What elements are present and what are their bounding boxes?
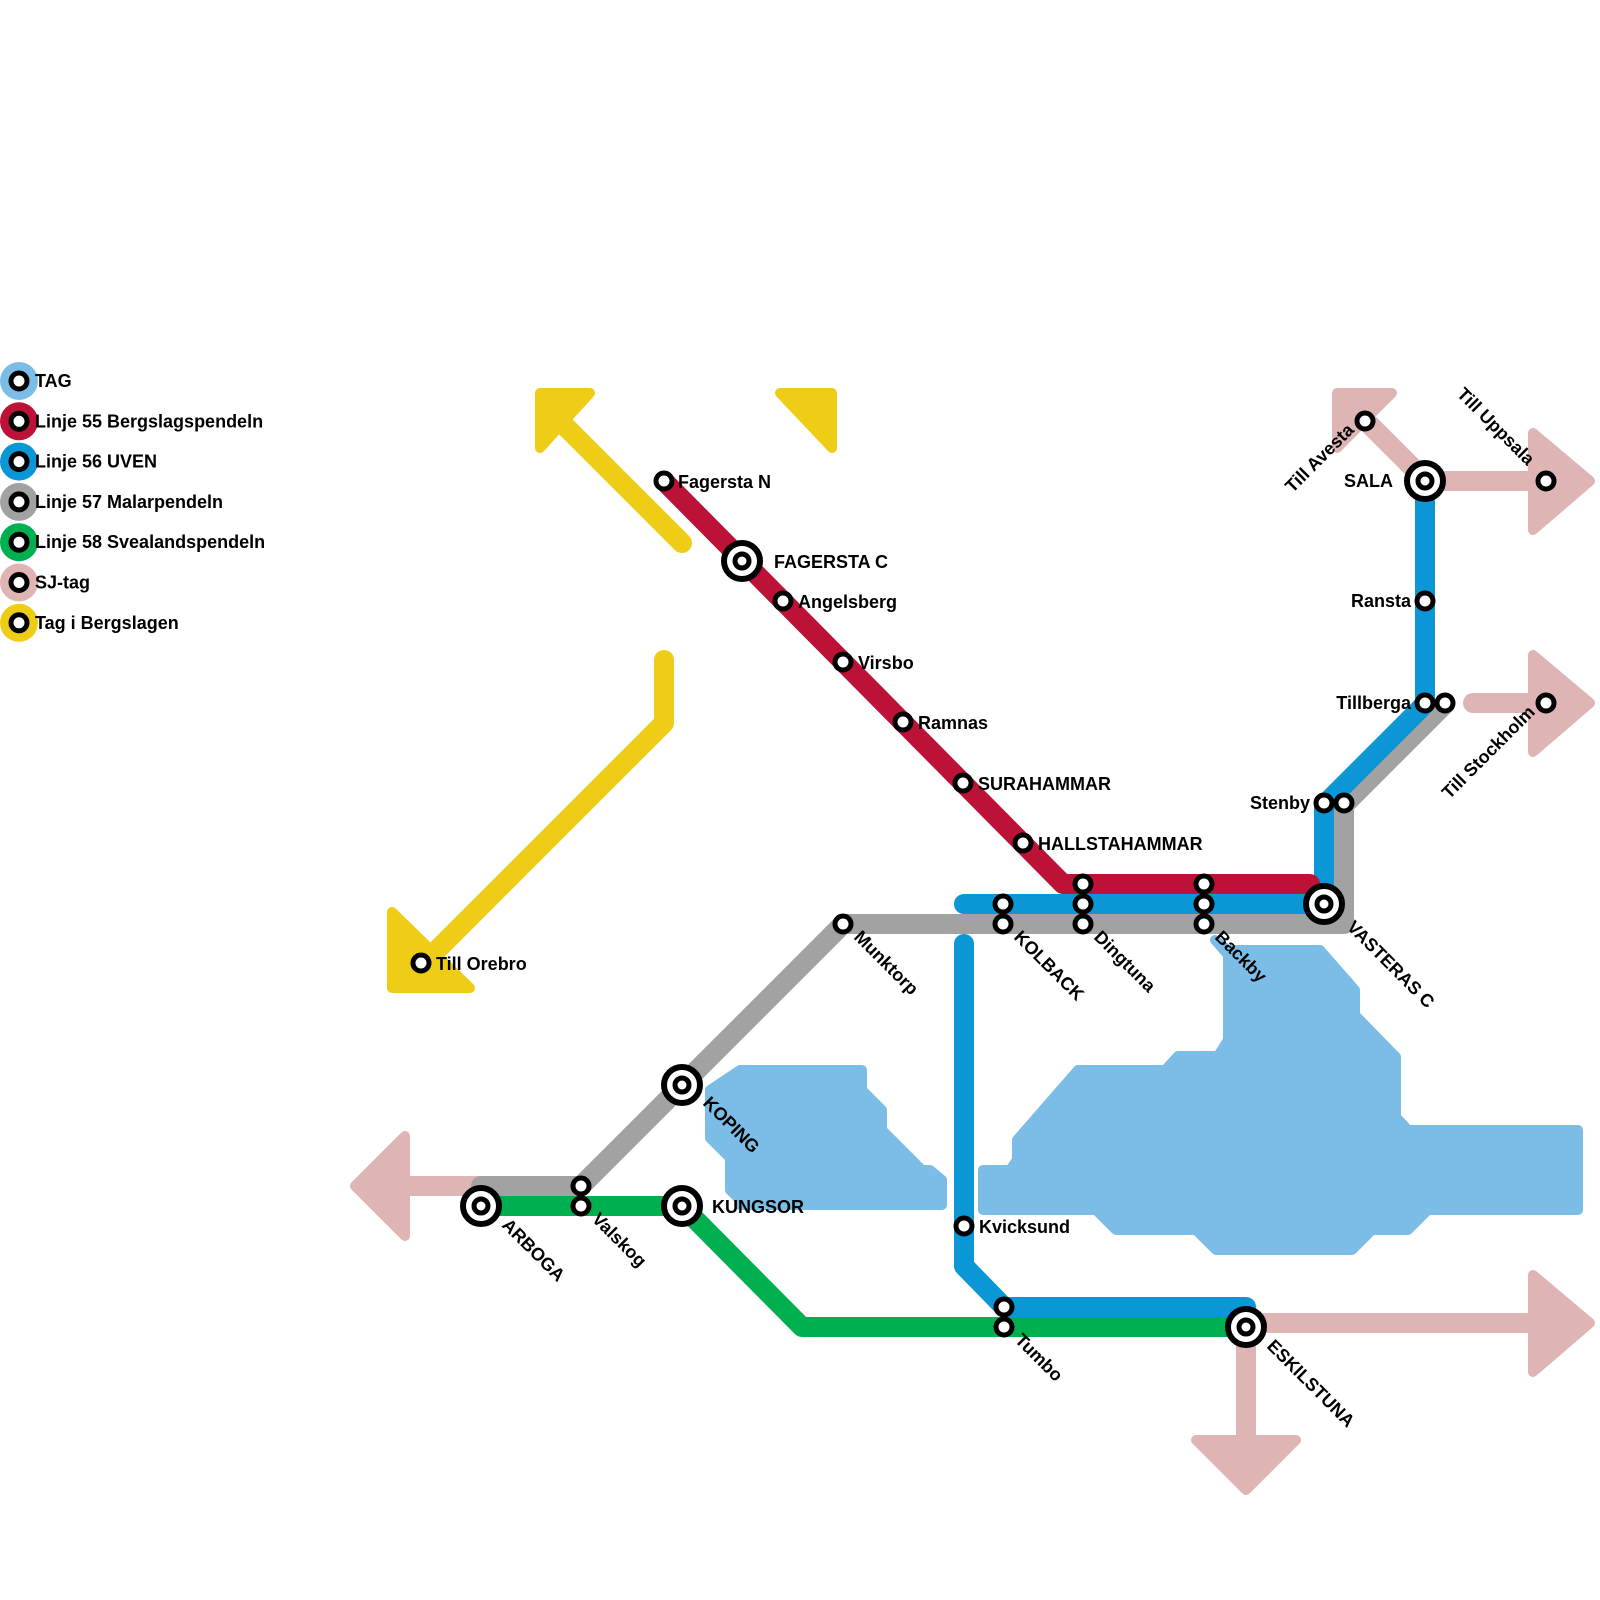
arrow-sj-stockholm xyxy=(1528,650,1595,757)
label-kolback: KOLBACK xyxy=(1010,927,1088,1005)
arrow-sj-uppsala xyxy=(1528,428,1595,535)
lake-west xyxy=(705,1065,947,1210)
label-munktorp: Munktorp xyxy=(850,927,922,999)
label-stenby: Stenby xyxy=(1250,793,1310,813)
arrow-sj-east xyxy=(1528,1270,1595,1377)
arrow-bergslagen-northwest xyxy=(535,388,595,453)
legend-item: Linje 55 Bergslagspendeln xyxy=(0,402,263,441)
label-till-stockholm: Till Stockholm xyxy=(1438,702,1539,803)
line55 xyxy=(654,471,1320,894)
legend-item: Linje 56 UVEN xyxy=(0,442,157,481)
station-eskilstuna[interactable] xyxy=(1225,1306,1267,1348)
label-till-uppsala: Till Uppsala xyxy=(1453,384,1539,470)
stations-layer xyxy=(410,410,1557,1348)
legend-station-icon xyxy=(8,410,30,432)
arrow-sj-south xyxy=(1191,1435,1301,1495)
legend-item: SJ-tag xyxy=(0,563,90,602)
legend-label: Tag i Bergslagen xyxy=(35,613,179,633)
label-kungsor: KUNGSOR xyxy=(712,1197,804,1217)
arrow-bergslagen-northeast xyxy=(775,388,837,453)
label-arboga: ARBOGA xyxy=(498,1215,569,1286)
station-hallstahammar[interactable] xyxy=(1012,832,1034,854)
station-surahammar[interactable] xyxy=(952,772,974,794)
legend-station-icon xyxy=(8,531,30,553)
label-sala: SALA xyxy=(1344,471,1393,491)
legend-item: TAG xyxy=(0,362,72,400)
label-till-orebro: Till Orebro xyxy=(436,954,527,974)
label-eskilstuna: ESKILSTUNA xyxy=(1263,1336,1358,1431)
station-virsbo[interactable] xyxy=(832,651,854,673)
station-kungsor[interactable] xyxy=(661,1185,703,1227)
station-fagersta-c[interactable] xyxy=(721,540,763,582)
station-ramnas[interactable] xyxy=(892,711,914,733)
legend-station-icon xyxy=(8,612,30,634)
station-till-stockholm[interactable] xyxy=(1535,692,1557,714)
label-ransta: Ransta xyxy=(1351,591,1412,611)
bergslagen-line-north xyxy=(546,407,692,553)
station-munktorp[interactable] xyxy=(832,913,854,935)
water-layer xyxy=(705,935,1583,1255)
station-kolback[interactable] xyxy=(992,893,1014,935)
legend-item: Linje 58 Svealandspendeln xyxy=(0,523,265,562)
station-fagersta-n[interactable] xyxy=(653,470,675,492)
station-till-avesta[interactable] xyxy=(1354,410,1376,432)
station-tillberga[interactable] xyxy=(1414,692,1456,714)
label-valskog: Valskog xyxy=(588,1209,650,1271)
legend-item: Linje 57 Malarpendeln xyxy=(0,482,223,521)
legend-label: SJ-tag xyxy=(35,573,90,593)
legend-label: TAG xyxy=(35,371,72,391)
station-till-orebro[interactable] xyxy=(410,952,432,974)
label-angelsberg: Angelsberg xyxy=(798,592,897,612)
legend-label: Linje 56 UVEN xyxy=(35,452,157,472)
legend-label: Linje 57 Malarpendeln xyxy=(35,492,223,512)
label-tillberga: Tillberga xyxy=(1336,693,1412,713)
arrow-bergslagen-southwest xyxy=(387,907,475,993)
label-hallstahammar: HALLSTAHAMMAR xyxy=(1038,834,1203,854)
label-tumbo: Tumbo xyxy=(1011,1330,1067,1386)
legend-label: Linje 58 Svealandspendeln xyxy=(35,532,265,552)
lake-malaren xyxy=(978,935,1583,1255)
label-ramnas: Ramnas xyxy=(918,713,988,733)
station-vasteras-c[interactable] xyxy=(1303,883,1345,925)
station-till-uppsala[interactable] xyxy=(1535,470,1557,492)
arrow-sj-west xyxy=(350,1131,410,1241)
station-stenby[interactable] xyxy=(1313,792,1355,814)
legend-station-icon xyxy=(8,491,30,513)
line56-south xyxy=(954,934,1256,1317)
station-angelsberg[interactable] xyxy=(772,590,794,612)
station-koping[interactable] xyxy=(661,1064,703,1106)
label-dingtuna: Dingtuna xyxy=(1090,927,1160,997)
label-surahammar: SURAHAMMAR xyxy=(978,774,1111,794)
station-backby[interactable] xyxy=(1193,873,1215,935)
legend-station-icon xyxy=(8,370,30,392)
station-valskog[interactable] xyxy=(570,1175,592,1217)
station-sala[interactable] xyxy=(1404,460,1446,502)
legend-label: Linje 55 Bergslagspendeln xyxy=(35,411,263,431)
legend-item: Tag i Bergslagen xyxy=(0,603,179,642)
label-fagersta-c: FAGERSTA C xyxy=(774,552,888,572)
legend-station-icon xyxy=(8,572,30,593)
station-kvicksund[interactable] xyxy=(953,1215,975,1237)
label-fagersta-n: Fagersta N xyxy=(678,472,771,492)
label-kvicksund: Kvicksund xyxy=(979,1217,1070,1237)
station-arboga[interactable] xyxy=(460,1185,502,1227)
label-virsbo: Virsbo xyxy=(858,653,914,673)
bergslagen-line-southwest xyxy=(417,650,674,970)
legend-station-icon xyxy=(8,451,30,473)
station-ransta[interactable] xyxy=(1414,590,1436,612)
station-tumbo[interactable] xyxy=(993,1296,1015,1338)
station-dingtuna[interactable] xyxy=(1072,873,1094,935)
